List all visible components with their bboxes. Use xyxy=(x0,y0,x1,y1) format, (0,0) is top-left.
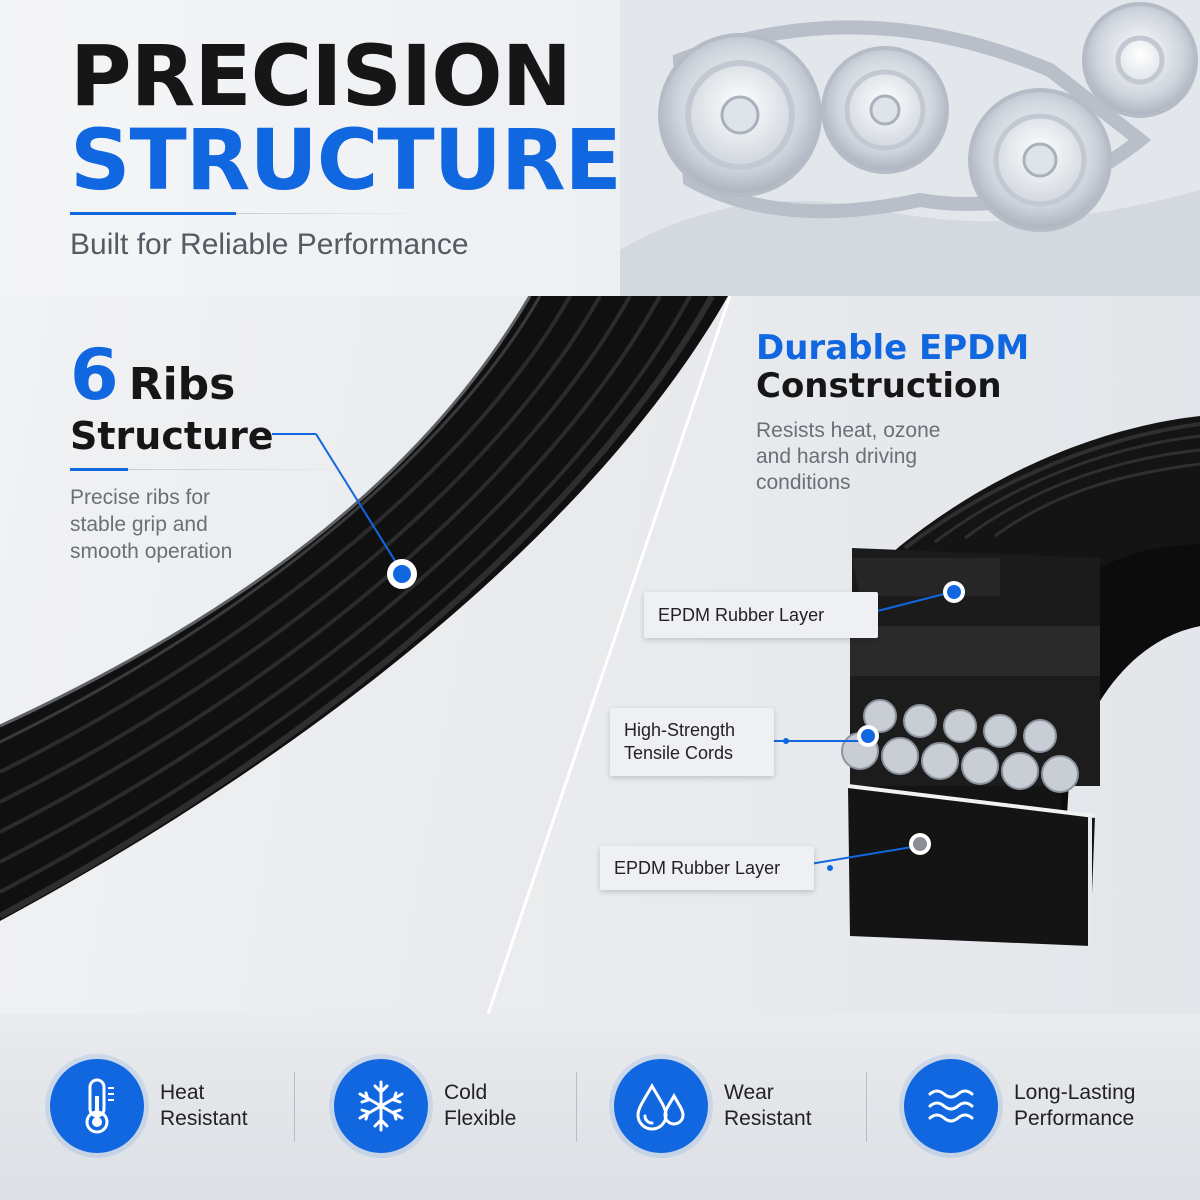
ribs-leader-line xyxy=(272,433,417,589)
feature-label: Long-Lasting Performance xyxy=(1014,1081,1136,1130)
callout-tensile-cords: High-Strength Tensile Cords xyxy=(610,708,774,776)
feature-label: Heat Resistant xyxy=(160,1081,248,1130)
waves-icon xyxy=(904,1059,998,1153)
ribs-description: Precise ribs for stable grip and smooth … xyxy=(70,486,233,563)
ribs-rule-fade xyxy=(128,469,358,470)
title-rule-fade xyxy=(236,213,436,214)
engine-pulleys-illustration xyxy=(620,0,1200,296)
belt-cross-section-illustration xyxy=(746,416,1200,946)
epdm-heading: Durable EPDM xyxy=(756,328,1030,368)
epdm-subheading: Construction xyxy=(756,366,1002,406)
feature-heat-resistant: Heat Resistant xyxy=(50,1056,248,1156)
feature-long-lasting: Long-Lasting Performance xyxy=(904,1056,1135,1156)
feature-divider xyxy=(866,1072,867,1142)
ribs-subheading: Structure xyxy=(70,414,274,458)
panel-divider xyxy=(486,296,732,1014)
ribs-count: 6 xyxy=(70,334,119,416)
water-drops-icon xyxy=(614,1059,708,1153)
ribs-word: Ribs xyxy=(128,359,236,410)
ribbed-belt-illustration xyxy=(0,296,728,921)
ribs-accent-rule xyxy=(70,468,128,471)
page-title-line-1: PRECISION xyxy=(70,27,572,125)
snowflake-icon xyxy=(334,1059,428,1153)
feature-label: Wear Resistant xyxy=(724,1081,812,1130)
header-banner: PRECISION STRUCTURE Built for Reliable P… xyxy=(0,0,1200,296)
page-title-line-2: STRUCTURE xyxy=(70,111,622,209)
title-accent-rule xyxy=(70,212,236,215)
epdm-description: Resists heat, ozone and harsh driving co… xyxy=(756,419,941,494)
feature-label: Cold Flexible xyxy=(444,1081,517,1130)
feature-divider xyxy=(294,1072,295,1142)
callout-bottom-rubber-layer: EPDM Rubber Layer xyxy=(600,846,814,890)
callout-top-rubber-layer: EPDM Rubber Layer xyxy=(644,592,878,638)
features-bar: Heat Resistant Cold Flexible xyxy=(0,1014,1200,1200)
page-subtitle: Built for Reliable Performance xyxy=(70,228,469,261)
feature-cold-flexible: Cold Flexible xyxy=(334,1056,516,1156)
feature-divider xyxy=(576,1072,577,1142)
feature-wear-resistant: Wear Resistant xyxy=(614,1056,812,1156)
thermometer-icon xyxy=(50,1059,144,1153)
